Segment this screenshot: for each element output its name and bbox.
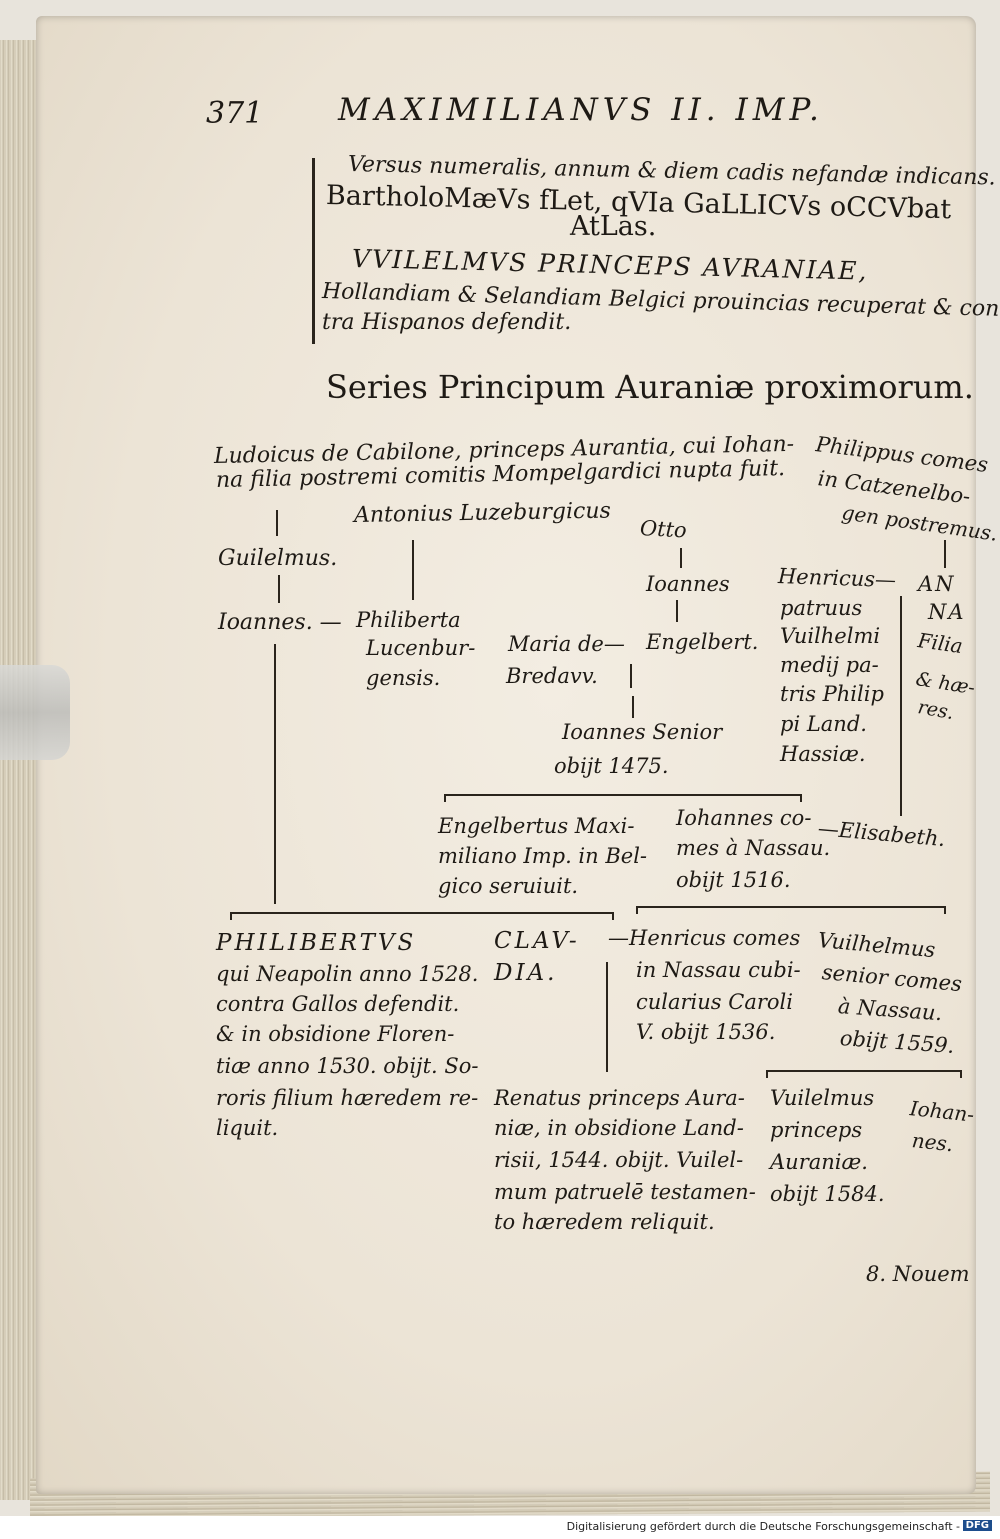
person-henricus-nassau: V. obijt 1536.: [636, 1020, 776, 1044]
person-renatus: mum patruelē testamen-: [494, 1180, 756, 1204]
tree-line: [412, 540, 414, 600]
person-ioannes-otto: Ioannes: [646, 572, 730, 596]
person-vuilelmus-princeps: Auraniæ.: [770, 1150, 868, 1174]
person-philiberta: Philiberta: [356, 608, 461, 632]
person-engelbertus: Engelbertus Maxi-: [438, 814, 635, 838]
person-renatus: Renatus princeps Aura-: [494, 1086, 745, 1110]
person-vuilelmus-princeps: princeps: [770, 1118, 863, 1142]
catchword: 8. Nouem: [866, 1262, 970, 1286]
person-iohannes: nes.: [910, 1128, 955, 1157]
person-henricus: pi Land.: [780, 712, 867, 736]
person-engelbertus: miliano Imp. in Bel-: [438, 844, 648, 868]
footer-bar: [0, 1516, 1000, 1539]
person-henricus: tris Philip: [780, 682, 884, 706]
person-engelbertus: gico seruiuit.: [438, 874, 579, 898]
tree-line: [278, 575, 280, 603]
person-henricus-nassau: cularius Caroli: [636, 990, 793, 1014]
tree-line: [680, 548, 682, 568]
sibling-brace: [230, 912, 614, 922]
person-ioannes: Ioannes. —: [218, 610, 342, 635]
person-maria: Maria de—: [508, 632, 625, 656]
footer-credit: Digitalisierung gefördert durch die Deut…: [566, 1520, 960, 1533]
person-claudia: CLAV-: [494, 928, 580, 954]
person-philibertus: qui Neapolin anno 1528.: [216, 962, 479, 986]
person-philibertus: tiæ anno 1530. obijt. So-: [216, 1054, 479, 1078]
person-philiberta: Lucenbur-: [366, 636, 476, 660]
person-johannes-nassau: obijt 1516.: [676, 868, 791, 892]
person-anna: AN: [918, 572, 956, 596]
person-ioannes-senior: obijt 1475.: [554, 754, 669, 778]
tree-line: [606, 962, 608, 1072]
sibling-brace: [636, 906, 946, 916]
person-johannes-nassau: Iohannes co-: [676, 806, 812, 830]
page-number: 371: [206, 96, 264, 131]
person-johannes-nassau: mes à Nassau.: [676, 836, 831, 860]
person-philibertus: & in obsidione Floren-: [216, 1022, 455, 1046]
paper: [36, 16, 976, 1494]
tree-line: [900, 596, 902, 816]
person-henricus: Hassiæ.: [780, 742, 866, 766]
person-renatus: risii, 1544. obijt. Vuilel-: [494, 1148, 744, 1172]
person-renatus: to hæredem reliquit.: [494, 1210, 715, 1234]
dfg-logo: DFG: [962, 1520, 992, 1531]
tree-line: [944, 540, 946, 568]
book-clip: [0, 665, 70, 760]
person-otto: Otto: [639, 516, 688, 543]
person-maria: Bredavv.: [506, 664, 598, 688]
tree-line: [676, 600, 678, 622]
person-anna: NA: [928, 600, 966, 624]
person-vuilelmus-princeps: obijt 1584.: [770, 1182, 885, 1206]
person-renatus: niæ, in obsidione Land-: [494, 1116, 744, 1140]
person-philibertus: contra Gallos defendit.: [216, 992, 460, 1016]
tree-line: [630, 664, 632, 688]
running-title: MAXIMILIANVS II. IMP.: [338, 92, 824, 128]
person-henricus-nassau: in Nassau cubi-: [636, 958, 801, 982]
person-henricus: Henricus—: [777, 564, 897, 593]
tree-line: [276, 510, 278, 536]
sibling-brace: [444, 794, 802, 804]
event-text: tra Hispanos defendit.: [322, 310, 572, 335]
tree-line: [274, 644, 276, 904]
person-philibertus: roris filium hæredem re-: [216, 1086, 479, 1110]
person-engelbert: Engelbert.: [646, 630, 759, 654]
epigram-verse: AtLas.: [570, 211, 657, 242]
person-philibertus: PHILIBERTVS: [216, 930, 417, 956]
tree-line: [632, 696, 634, 718]
person-henricus: patruus: [780, 596, 863, 620]
person-antonius: Antonius Luzeburgicus: [353, 498, 612, 528]
genealogy-title: Series Principum Auraniæ proximorum.: [326, 368, 974, 406]
person-philibertus: liquit.: [216, 1116, 279, 1140]
person-claudia: DIA.: [494, 960, 558, 986]
person-ioannes-senior: Ioannes Senior: [562, 720, 723, 744]
person-vuilelmus-princeps: Vuilelmus: [770, 1086, 875, 1110]
person-guilelmus: Guilelmus.: [218, 546, 338, 571]
person-henricus-nassau: —Henricus comes: [608, 926, 801, 950]
person-henricus: medij pa-: [780, 653, 879, 677]
person-philiberta: gensis.: [366, 666, 441, 690]
epigram-rule: [312, 158, 315, 344]
sibling-brace: [766, 1070, 962, 1080]
person-henricus: Vuilhelmi: [780, 624, 881, 648]
